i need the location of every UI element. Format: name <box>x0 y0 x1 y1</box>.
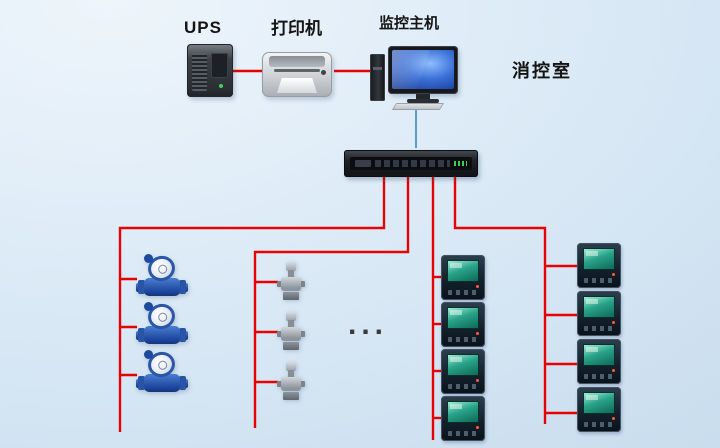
valve-sensor-device <box>277 362 305 402</box>
valve-sensor-device <box>277 262 305 302</box>
power-meter-buttons <box>448 290 478 295</box>
data-collector-front-panel <box>350 157 472 170</box>
more-devices-ellipsis: ... <box>348 308 389 341</box>
power-meter-screen <box>447 354 479 376</box>
power-meter-buttons <box>448 337 478 342</box>
printer-button <box>321 70 326 75</box>
power-meter-buttons <box>584 374 614 379</box>
trunk-meters-right <box>453 177 547 424</box>
power-meter-led <box>612 417 615 420</box>
power-meter-led <box>476 332 479 335</box>
valve-base <box>283 392 299 400</box>
printer-top-cover <box>269 56 325 67</box>
valve-body <box>281 277 301 291</box>
power-meter-device <box>577 387 621 432</box>
water-meter-fitting-right <box>179 328 186 342</box>
power-meter-led <box>612 273 615 276</box>
printer-label: 打印机 <box>271 19 322 38</box>
power-meter-buttons <box>584 278 614 283</box>
valve-body <box>281 327 301 341</box>
power-meter-led <box>476 379 479 382</box>
water-meter-fitting-right <box>179 376 186 390</box>
data-collector-brand-plate <box>355 160 371 167</box>
valve-base <box>283 342 299 350</box>
water-meter-device <box>136 253 188 302</box>
power-meter-screen <box>447 260 479 282</box>
power-meter-buttons <box>584 326 614 331</box>
power-meter-screen <box>583 392 615 414</box>
valve-neck <box>288 370 294 378</box>
trunk-valves <box>253 177 410 428</box>
power-meter-buttons <box>448 384 478 389</box>
valve-sensor-device <box>277 312 305 352</box>
power-meter-screen <box>583 248 615 270</box>
water-meter-body <box>144 326 180 344</box>
power-meter-led <box>476 285 479 288</box>
power-meter-device <box>577 291 621 336</box>
power-meter-group-inner <box>441 255 485 441</box>
water-meter-cap <box>144 302 153 311</box>
water-meter-fitting-left <box>138 280 145 294</box>
valve-head <box>286 362 296 371</box>
water-meter-fitting-left <box>138 376 145 390</box>
control-room-label: 消控室 <box>512 61 572 81</box>
water-meter-body <box>144 374 180 392</box>
host-monitor-base <box>407 99 439 103</box>
power-meter-device <box>441 255 485 300</box>
valve-head <box>286 262 296 271</box>
water-meter-fitting-right <box>179 280 186 294</box>
power-meter-group-right <box>577 243 621 432</box>
valve-neck <box>288 270 294 278</box>
host-keyboard <box>391 103 445 110</box>
water-meter-fitting-left <box>138 328 145 342</box>
printer-paper-slot <box>274 69 320 72</box>
power-meter-screen <box>583 296 615 318</box>
ups-label: UPS <box>184 18 222 37</box>
ups-led <box>219 84 223 88</box>
valve-body <box>281 377 301 391</box>
power-meter-device <box>441 302 485 347</box>
power-meter-led <box>476 426 479 429</box>
power-meter-buttons <box>448 431 478 436</box>
valve-neck <box>288 320 294 328</box>
host-monitor-screen <box>392 50 454 89</box>
water-meter-group <box>136 253 188 398</box>
power-meter-device <box>577 243 621 288</box>
ups-panel <box>211 53 228 78</box>
monitoring-host-device <box>370 46 462 110</box>
host-tower <box>370 54 385 101</box>
power-meter-buttons <box>584 422 614 427</box>
data-collector-device <box>344 150 478 177</box>
water-meter-cap <box>144 254 153 263</box>
trunk-water-meters <box>118 177 386 432</box>
ups-device <box>187 44 233 97</box>
valve-group <box>277 262 305 402</box>
host-monitor-stand <box>416 94 430 100</box>
water-meter-cap <box>144 350 153 359</box>
water-meter-device <box>136 349 188 398</box>
monitoring-host-label: 监控主机 <box>379 15 440 32</box>
host-monitor <box>388 46 458 94</box>
power-meter-screen <box>447 401 479 423</box>
power-meter-screen <box>583 344 615 366</box>
valve-base <box>283 292 299 300</box>
water-meter-body <box>144 278 180 296</box>
ups-vents <box>192 53 207 91</box>
power-meter-device <box>441 349 485 394</box>
data-collector-ports <box>375 160 450 167</box>
data-collector-leds <box>454 161 467 166</box>
power-meter-screen <box>447 307 479 329</box>
valve-head <box>286 312 296 321</box>
power-meter-led <box>612 369 615 372</box>
printer-output-tray <box>277 78 317 93</box>
host-tower-drive <box>373 67 382 70</box>
power-meter-device <box>577 339 621 384</box>
water-meter-device <box>136 301 188 350</box>
power-meter-device <box>441 396 485 441</box>
power-meter-led <box>612 321 615 324</box>
printer-device <box>262 52 332 97</box>
